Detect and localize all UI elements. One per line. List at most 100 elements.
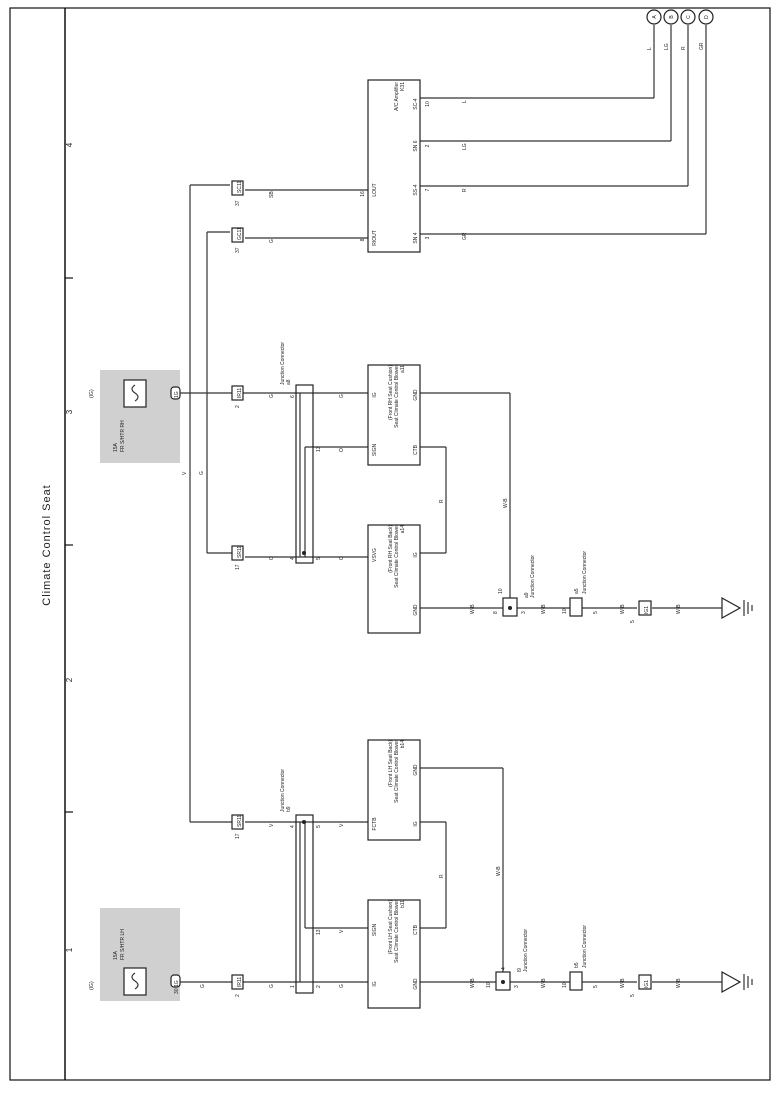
inline-conn-g2-code: IR11 (237, 388, 243, 398)
inline-conn-sb-pin: 37 (235, 200, 241, 206)
ac-amp-name: A/C Amplifier (394, 82, 400, 111)
offpage-wire-label-1: LG (664, 43, 670, 50)
blower-lh-cushion-gnd: GND (413, 978, 419, 990)
wire-label-r-lh: R (439, 874, 445, 878)
jc-a5-code: a5 (574, 588, 580, 594)
wire-label-wb-4: W-B (676, 604, 682, 614)
amp-terminal-0: SC-4 (413, 98, 419, 110)
wire-label-v-lh2: V (339, 823, 345, 827)
wire-label-g-trunk: G (199, 471, 205, 475)
fuse-lh: 15A FR S/HTR LH (IG) 30 1G (89, 908, 181, 1001)
amp-wire-label-3: GR (462, 232, 468, 240)
jc-l9-pin-4: 4 (501, 967, 507, 970)
offpage-wire-label-0: L (647, 47, 653, 50)
inline-conn-g3-pin: 2 (235, 994, 241, 997)
jc-b9-pin-2: 2 (316, 985, 322, 988)
fuse-lh-amp: 15A (113, 950, 119, 960)
blower-rh-cushion-code: a11 (400, 365, 406, 373)
inline-conn-g3-code: IR11 (237, 977, 243, 987)
offpage-a-letter: A (652, 15, 658, 19)
fuse-rh-element (131, 384, 139, 402)
wire-label-wb-rh: W-B (503, 498, 509, 508)
blower-lh-back-fctb: FCTB (372, 817, 378, 831)
amp-wire-label-2: R (462, 188, 468, 192)
wire-label-wb-7: W-B (620, 978, 626, 988)
junction-connector-l9: l9 Junction Connector 10 4 3 (486, 929, 529, 991)
jc-a8-pin-6: 6 (290, 395, 296, 398)
column-number-1: 1 (65, 947, 74, 952)
offpage-b-letter: B (669, 15, 675, 19)
jc-b9-code: b9 (286, 806, 292, 812)
wire-label-v-lh: V (269, 823, 275, 827)
inline-conn-o (231, 545, 244, 561)
blower-lh-cushion-code: b11 (400, 900, 406, 908)
jc-b9-pin-4: 4 (290, 825, 296, 828)
jc-b9-name: Junction Connector (280, 769, 286, 812)
jc-a8-code: a8 (286, 379, 292, 385)
wire-label-wb-5: W-B (470, 978, 476, 988)
junction-connector-a8: a8 Junction Connector 6 13 4 5 (280, 342, 322, 564)
inline-conn-v-code: SR11 (237, 815, 243, 827)
inline-conn-g2-pin: 2 (235, 405, 241, 408)
amp-terminal-1: SN 6 (413, 140, 419, 151)
ground-conn-rh (638, 600, 652, 616)
blower-lh-back-sub: (Front LH Seat Back) (388, 740, 394, 787)
amp-pin-5: 8 (360, 238, 366, 241)
wire-label-wb-1: W-B (470, 604, 476, 614)
column-number-3: 3 (65, 409, 74, 414)
inline-conn-g1 (231, 227, 244, 243)
amp-terminal-3: SN 4 (413, 232, 419, 243)
inline-conn-sb (231, 180, 244, 196)
jc-b5-pin-10: 10 (562, 982, 568, 988)
amp-wire-label-1: LG (462, 143, 468, 150)
amp-pin-4: 16 (360, 191, 366, 197)
jc-b5-name: Junction Connector (582, 925, 588, 968)
jc-l9-pin-3: 3 (514, 985, 520, 988)
wire-label-r-rh: R (439, 499, 445, 503)
jc-a9-pin-3: 3 (521, 611, 527, 614)
blower-rh-back-name: Seat Climate Control Blower (394, 525, 400, 588)
junction-connector-b9: b9 Junction Connector 4 5 13 1 2 (280, 769, 322, 994)
blower-rh-cushion: a11 Seat Climate Control Blower (Front R… (367, 364, 421, 466)
jc-a9-name: Junction Connector (530, 555, 536, 598)
page-frame (9, 7, 771, 1081)
offpage-wire-label-2: R (681, 46, 687, 50)
jc-a9-pin-10: 10 (498, 588, 504, 594)
amp-wire-label-0: L (462, 100, 468, 103)
blower-rh-cushion-sign: SIGN (372, 444, 378, 457)
wire-labels: SB G G G O O O V G V V V G G G R R W-B W… (182, 42, 705, 988)
inline-conn-g3 (231, 974, 244, 990)
blower-lh-back-name: Seat Climate Control Blower (394, 740, 400, 803)
inline-conn-g2 (231, 385, 244, 401)
blower-lh-back-gnd: GND (413, 764, 419, 776)
blower-rh-back-ig: IG (413, 552, 419, 557)
wire-label-wb-3: W-B (620, 604, 626, 614)
blower-lh-back-code: b14 (400, 740, 406, 749)
wire-label-o-rh: O (339, 448, 345, 452)
blower-lh-cushion: b11 Seat Climate Control Blower (Front L… (367, 899, 421, 1009)
column-ticks (65, 277, 73, 813)
wire-label-v-lh3: V (339, 929, 345, 933)
inline-conn-g1-code: GC11 (237, 227, 243, 240)
blower-rh-cushion-name: Seat Climate Control Blower (394, 365, 400, 428)
amp-pin-3: 3 (425, 236, 431, 239)
column-number-4: 4 (65, 142, 74, 147)
wire-label-g-rh: G (269, 394, 275, 398)
amp-pin-0: 10 (425, 101, 431, 107)
offpage-c (680, 9, 696, 25)
jc-a8-pin-13: 13 (316, 446, 322, 452)
offpage-connectors: A B C D (646, 9, 714, 25)
wire-label-o: O (269, 556, 275, 560)
jc-l9-name: Junction Connector (523, 929, 529, 972)
inline-conn-v (231, 814, 244, 830)
fuse-lh-source: (IG) (89, 981, 95, 990)
ac-amp-code: K31 (400, 82, 406, 91)
junction-connector-b5: b5 Junction Connector 10 5 (562, 925, 599, 991)
ground-symbol-rh (721, 596, 753, 620)
fuse-lh-pin (170, 974, 181, 988)
wire-label-wb-lh: W-B (496, 866, 502, 876)
amp-pin-2: 7 (425, 188, 431, 191)
jc-a8-pin-4: 4 (290, 557, 296, 560)
fuse-rh-amp: 15A (113, 442, 119, 452)
blower-lh-cushion-name: Seat Climate Control Blower (394, 900, 400, 963)
